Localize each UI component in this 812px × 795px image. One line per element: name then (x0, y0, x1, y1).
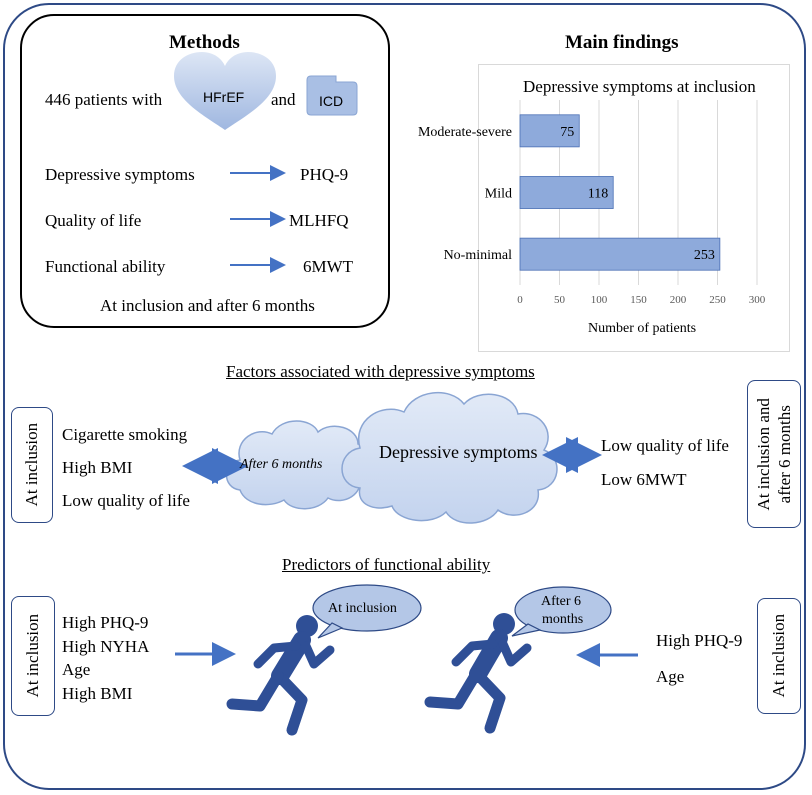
cloud-big-text: Depressive symptoms (379, 442, 538, 462)
x-tick-label: 0 (517, 294, 523, 306)
chart-title: Depressive symptoms at inclusion (523, 77, 756, 96)
cloud-small-icon (225, 420, 372, 510)
predictors-title: Predictors of functional ability (282, 555, 491, 574)
cloud-small-text: After 6 months (240, 457, 323, 472)
icd-device-icon (306, 75, 358, 116)
instrument-phq9: PHQ-9 (300, 165, 349, 184)
bubble-right-line2: months (542, 612, 584, 627)
factor-right-quality: Low quality of life (601, 436, 729, 455)
predictors-left-label-box: At inclusion (11, 596, 55, 716)
bar (519, 114, 580, 148)
and-text: and (271, 90, 296, 109)
predictor-right-phq9: High PHQ-9 (656, 631, 743, 650)
icd-label: ICD (319, 93, 344, 109)
outer-frame (3, 3, 806, 790)
findings-title: Main findings (565, 32, 679, 53)
predictor-right-age: Age (656, 667, 685, 686)
bar-value-label: 253 (694, 248, 715, 263)
predictor-phq9: High PHQ-9 (62, 613, 149, 632)
bar-value-label: 118 (588, 187, 608, 202)
bar (519, 176, 614, 209)
x-tick-label: 150 (630, 294, 647, 306)
y-category-label: No-minimal (444, 248, 513, 263)
methods-title: Methods (169, 32, 240, 53)
x-tick-label: 250 (709, 294, 726, 306)
hfref-label: HFrEF (203, 89, 245, 105)
measure-depressive: Depressive symptoms (45, 165, 195, 184)
factor-smoking: Cigarette smoking (62, 425, 188, 444)
measure-functional: Functional ability (45, 257, 166, 276)
predictor-age: Age (62, 660, 91, 679)
bar (519, 237, 721, 271)
y-category-label: Moderate-severe (418, 125, 512, 140)
y-category-label: Mild (485, 187, 512, 202)
patients-text: 446 patients with (45, 90, 163, 109)
measure-quality: Quality of life (45, 211, 142, 230)
speech-bubble-right-icon (511, 586, 612, 637)
bar-value-label: 75 (560, 125, 574, 140)
x-tick-label: 200 (670, 294, 687, 306)
instrument-mlhfq: MLHFQ (289, 211, 349, 230)
x-tick-label: 50 (554, 294, 566, 306)
bubble-left-text: At inclusion (328, 601, 397, 616)
factors-left-label-box: At inclusion (11, 407, 53, 523)
runner-right-icon (424, 613, 532, 734)
predictors-right-label: At inclusion (769, 614, 789, 698)
timing-text: At inclusion and after 6 months (100, 296, 315, 315)
runner-left-icon (226, 615, 335, 736)
predictors-right-label-box: At inclusion (757, 598, 801, 714)
predictor-bmi: High BMI (62, 684, 133, 703)
factor-bmi: High BMI (62, 458, 133, 477)
instrument-6mwt: 6MWT (303, 257, 354, 276)
factor-quality: Low quality of life (62, 491, 190, 510)
speech-bubble-left-icon (312, 584, 422, 639)
x-tick-label: 100 (591, 294, 608, 306)
chart-x-axis-label: Number of patients (588, 321, 697, 336)
heart-icon (174, 52, 276, 130)
x-tick-label: 300 (749, 294, 766, 306)
methods-panel (20, 14, 390, 328)
predictor-nyha: High NYHA (62, 637, 150, 656)
factors-title: Factors associated with depressive sympt… (226, 362, 535, 381)
bubble-right-line1: After 6 (541, 594, 582, 609)
factor-right-6mwt: Low 6MWT (601, 470, 687, 489)
chart-area (478, 64, 790, 352)
